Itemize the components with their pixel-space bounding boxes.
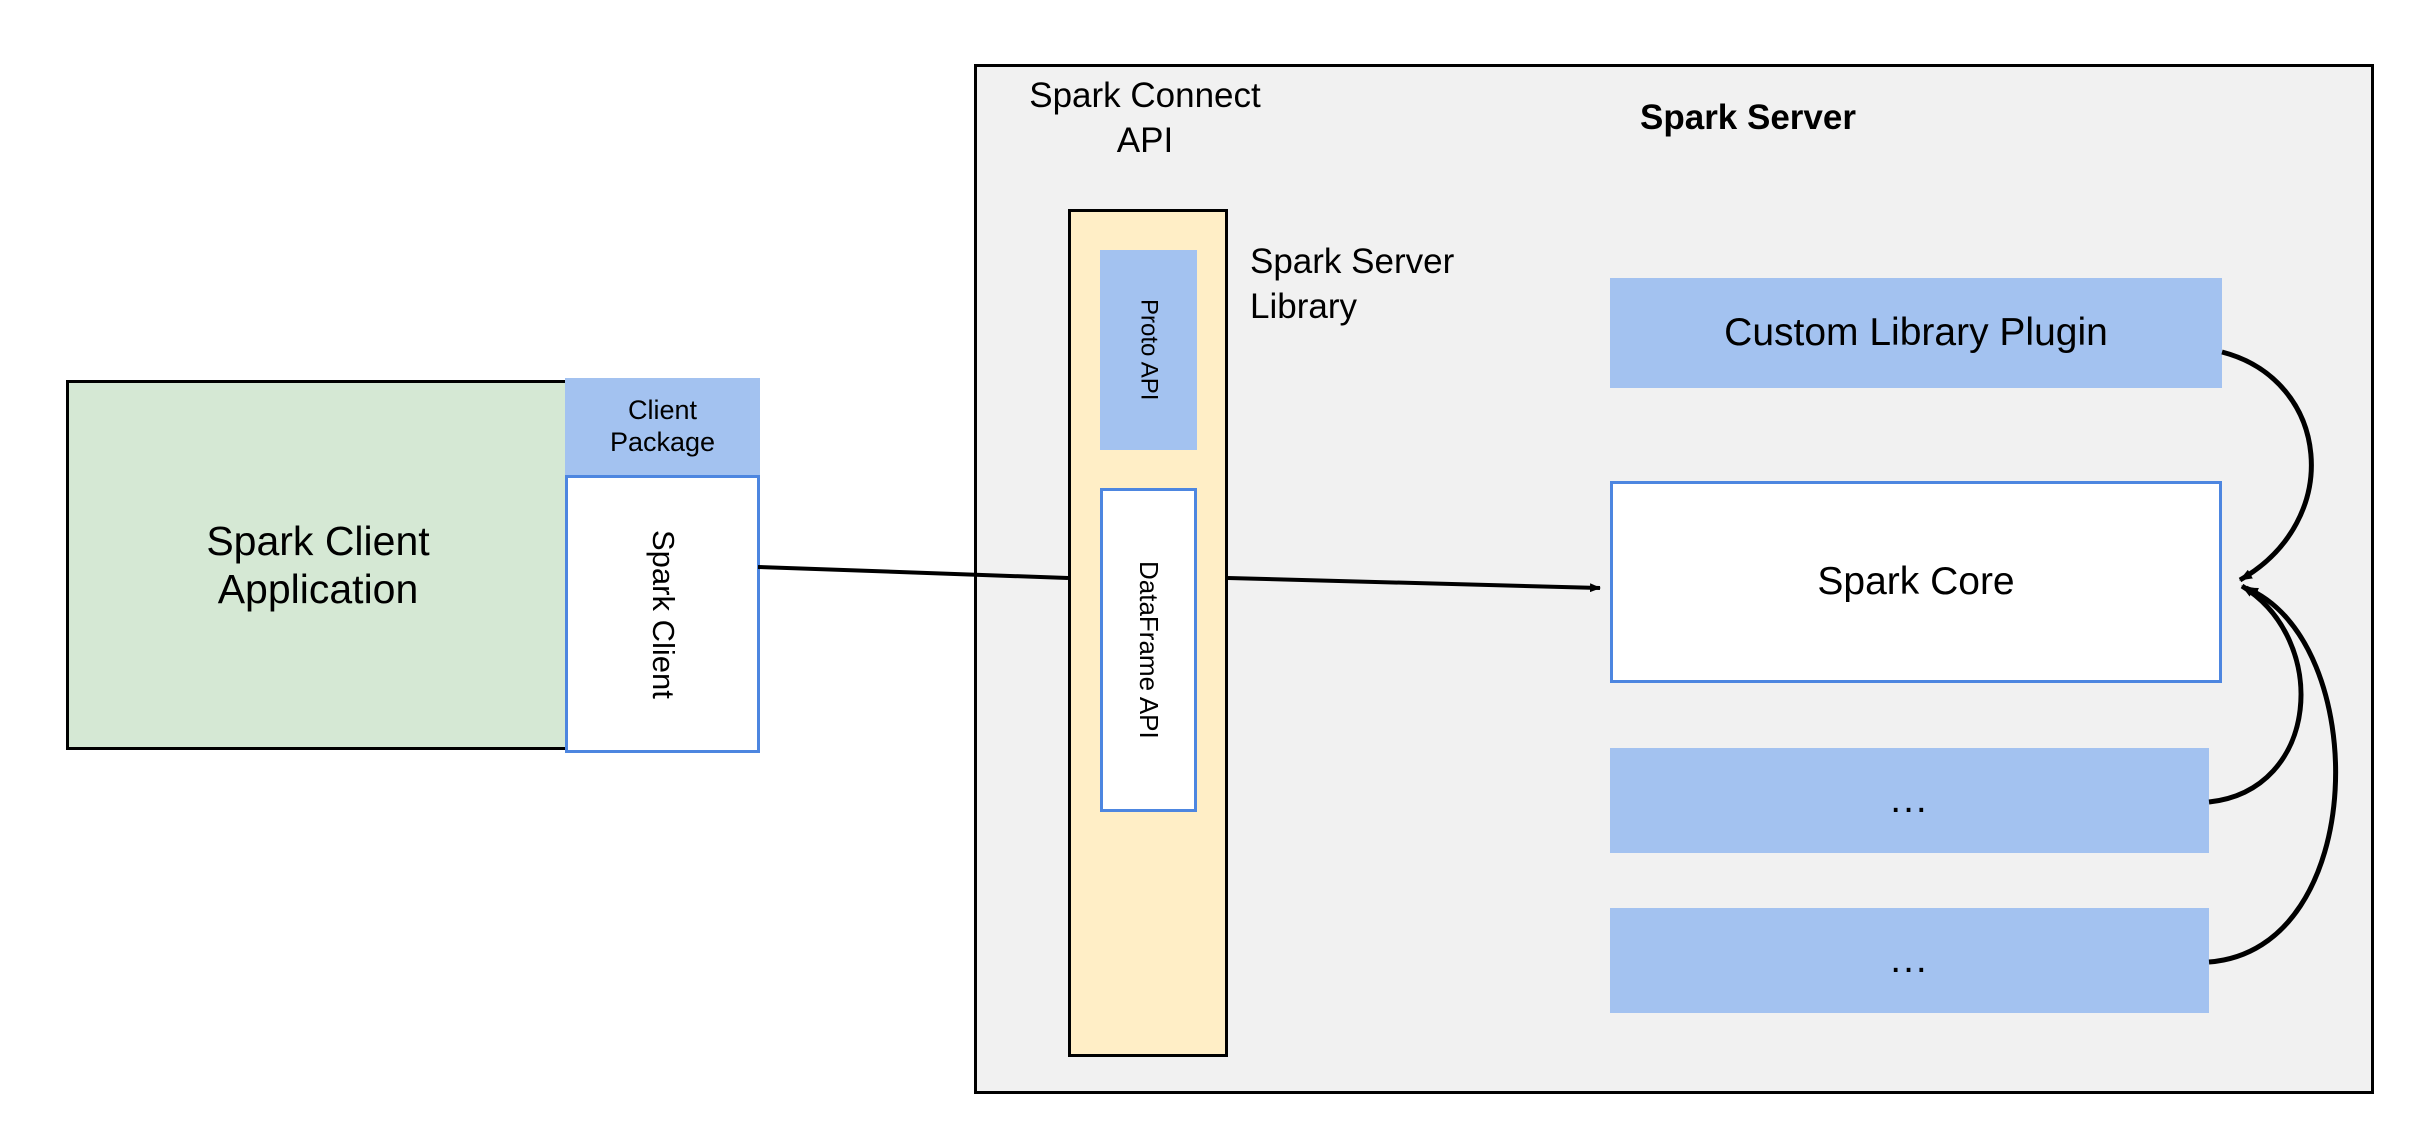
spark-client-label: Spark Client (645, 529, 681, 699)
connect-api-label-text: Spark Connect API (1029, 74, 1261, 164)
client-package-label: Client Package (610, 395, 715, 459)
proto-api-label: Proto API (1135, 299, 1163, 401)
dataframe-api-label: DataFrame API (1133, 561, 1164, 739)
spark-core-box: Spark Core (1610, 481, 2222, 683)
connect-api-line-2: API (1116, 120, 1174, 160)
spark-client-application-box: Spark Client Application (66, 380, 570, 750)
placeholder-box-2: ... (1610, 908, 2209, 1013)
custom-library-plugin-box: Custom Library Plugin (1610, 278, 2222, 388)
client-package-line-2: Package (609, 426, 716, 457)
client-app-line-2: Application (217, 566, 419, 612)
proto-api-box: Proto API (1100, 250, 1197, 450)
client-app-line-1: Spark Client (206, 517, 430, 564)
server-library-label-text: Spark Server Library (1250, 240, 1454, 330)
placeholder-box-1: ... (1610, 748, 2209, 853)
server-library-line-2: Library (1250, 286, 1357, 326)
connect-api-line-1: Spark Connect (1029, 76, 1261, 115)
spark-server-library-label: Spark Server Library (1250, 240, 1560, 340)
spark-server-title: Spark Server (1640, 98, 1856, 137)
spark-client-application-label: Spark Client Application (206, 517, 429, 614)
spark-client-box: Spark Client (565, 475, 760, 753)
spark-connect-api-label: Spark Connect API (1000, 64, 1290, 164)
client-package-box: Client Package (565, 378, 760, 475)
dataframe-api-box: DataFrame API (1100, 488, 1197, 812)
server-library-line-1: Spark Server (1250, 242, 1455, 281)
client-package-line-1: Client (627, 394, 697, 425)
